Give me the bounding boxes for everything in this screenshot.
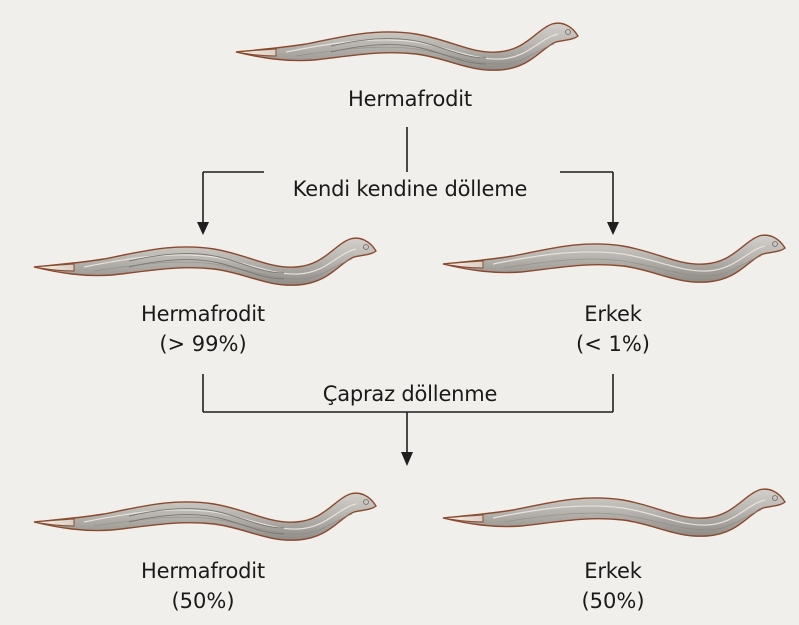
arrow-head-center — [401, 452, 413, 466]
worm-gen1-hermaphrodite — [34, 238, 376, 285]
label-gen2-hermaphrodite-pct: (50%) — [171, 588, 234, 614]
label-gen1-hermaphrodite-pct: (> 99%) — [159, 331, 246, 357]
label-gen2-hermaphrodite: Hermafrodit — [141, 558, 265, 584]
label-gen1-hermaphrodite: Hermafrodit — [141, 301, 265, 327]
label-gen2-male: Erkek — [584, 558, 641, 584]
worm-gen2-male — [443, 489, 785, 536]
label-cross-fertilization: Çapraz döllenme — [323, 381, 498, 407]
label-gen1-male: Erkek — [584, 301, 641, 327]
worm-gen2-hermaphrodite — [34, 493, 376, 540]
worm-top-hermaphrodite — [236, 23, 578, 70]
arrow-head-left — [197, 222, 209, 235]
label-gen2-male-pct: (50%) — [581, 588, 644, 614]
label-gen1-male-pct: (< 1%) — [576, 331, 650, 357]
label-top-hermaphrodite: Hermafrodit — [348, 86, 472, 112]
arrow-head-right — [607, 222, 619, 235]
worm-gen1-male — [443, 235, 785, 282]
label-self-fertilization: Kendi kendine dölleme — [293, 176, 527, 202]
